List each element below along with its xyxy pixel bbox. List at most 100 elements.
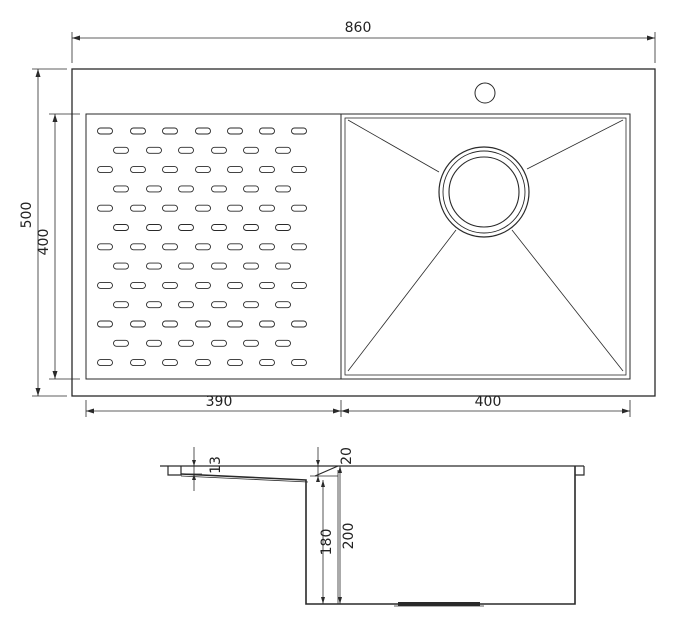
drainer-slot <box>162 243 178 251</box>
drainer-slot <box>275 262 291 270</box>
dim-drainer-depth: 180 <box>319 480 335 604</box>
drainer-slot <box>243 301 259 309</box>
sink-outline <box>71 68 656 397</box>
drainer-slot <box>113 262 129 270</box>
drainer-slot <box>195 281 211 289</box>
drainer-slot <box>291 166 307 174</box>
drainer-slot <box>130 204 146 212</box>
drainer-slot <box>275 339 291 347</box>
drainer-slot <box>291 204 307 212</box>
drainer-slot <box>227 320 243 328</box>
drainer-slot <box>146 185 162 193</box>
drainer-slot <box>130 166 146 174</box>
drainer-slot <box>243 146 259 154</box>
drainer-slot <box>178 185 194 193</box>
drainer-slot <box>259 243 275 251</box>
drainer-slot <box>162 281 178 289</box>
drainer-slot <box>178 224 194 231</box>
drainer-slot <box>291 281 307 289</box>
drainer-slot <box>97 127 113 135</box>
drainer-slot <box>146 339 162 347</box>
drainer-slot <box>97 243 113 251</box>
dim-rim-height: 20 <box>310 447 355 482</box>
drainer-slot <box>146 146 162 154</box>
drainer-slot <box>275 185 291 193</box>
dim-bowl-height: 200 <box>338 466 357 604</box>
drainer-slot <box>146 262 162 270</box>
drainer-slot <box>97 281 113 289</box>
drainer-slot <box>227 204 243 212</box>
drainer-slot <box>243 262 259 270</box>
drainer-slot <box>113 339 129 347</box>
drainer-slot <box>211 301 227 309</box>
drainer-slot <box>178 146 194 154</box>
drainer-slot <box>130 359 146 367</box>
drainer-slot <box>178 339 194 347</box>
drainer-slot <box>97 359 113 367</box>
section-view: 13 20 180 200 <box>160 447 585 607</box>
tap-hole <box>474 82 496 104</box>
drainer-slot <box>291 243 307 251</box>
bowl-inner-outline <box>344 117 627 376</box>
drainer-slot <box>211 339 227 347</box>
drainer-slot <box>291 320 307 328</box>
dim-bowl-depth: 400 <box>36 113 80 380</box>
drain-outer-ring <box>438 146 530 238</box>
drainer-slot <box>291 359 307 367</box>
drainer-slot <box>113 301 129 309</box>
drainer-slot <box>227 127 243 135</box>
drainer-slot <box>195 243 211 251</box>
drainer-slot <box>243 224 259 231</box>
drainer-slot <box>195 166 211 174</box>
section-drain-outlet <box>398 602 480 606</box>
drainer-slot <box>146 301 162 309</box>
drainer-slot <box>227 281 243 289</box>
drainer-slot <box>227 359 243 367</box>
drainer-slot <box>275 301 291 309</box>
dim-overall-depth: 500 <box>19 68 67 397</box>
drainer-slots <box>97 127 307 367</box>
dim-bowl-width: 400 <box>341 394 631 417</box>
drainer-slot <box>162 204 178 212</box>
drainer-slot <box>113 185 129 193</box>
drainer-slot <box>259 204 275 212</box>
bowl-slope-line <box>511 229 624 372</box>
bowl-outline <box>340 113 631 380</box>
drainer-slot <box>275 224 291 231</box>
drainer-slot <box>259 127 275 135</box>
drainer-slot <box>162 359 178 367</box>
dim-label-bowl-height: 200 <box>341 523 357 550</box>
drainer-slot <box>211 146 227 154</box>
drainer-slot <box>195 127 211 135</box>
section-right-lip <box>575 466 585 476</box>
dim-label-overall-width: 860 <box>345 20 372 36</box>
bowl-slope-line <box>526 119 624 170</box>
drainer-slot <box>162 320 178 328</box>
drainer-slot <box>259 166 275 174</box>
dim-label-rim-height: 20 <box>339 447 355 465</box>
drainer-slot <box>259 281 275 289</box>
drainer-slot <box>227 166 243 174</box>
drainer-slot <box>162 127 178 135</box>
drainer-slot <box>243 339 259 347</box>
bowl-slope-line <box>347 229 457 372</box>
drainer-slot <box>113 224 129 231</box>
drainer-slot <box>211 262 227 270</box>
drainer-slot <box>130 127 146 135</box>
dim-label-drainer-width: 390 <box>206 394 233 410</box>
drain-middle-ring <box>442 150 526 234</box>
drainer-slot <box>259 359 275 367</box>
drainer-slot <box>195 204 211 212</box>
bowl <box>340 113 631 380</box>
bowl-slope-line <box>347 119 440 173</box>
drainer-slot <box>113 146 129 154</box>
drainer-slot <box>130 281 146 289</box>
drainer-slot <box>211 224 227 231</box>
drainer-slot <box>195 320 211 328</box>
drainer-slot <box>275 146 291 154</box>
drainer-slot <box>97 166 113 174</box>
dim-label-bowl-width: 400 <box>475 394 502 410</box>
drainer-slot <box>227 243 243 251</box>
section-bowl-step <box>314 465 339 477</box>
